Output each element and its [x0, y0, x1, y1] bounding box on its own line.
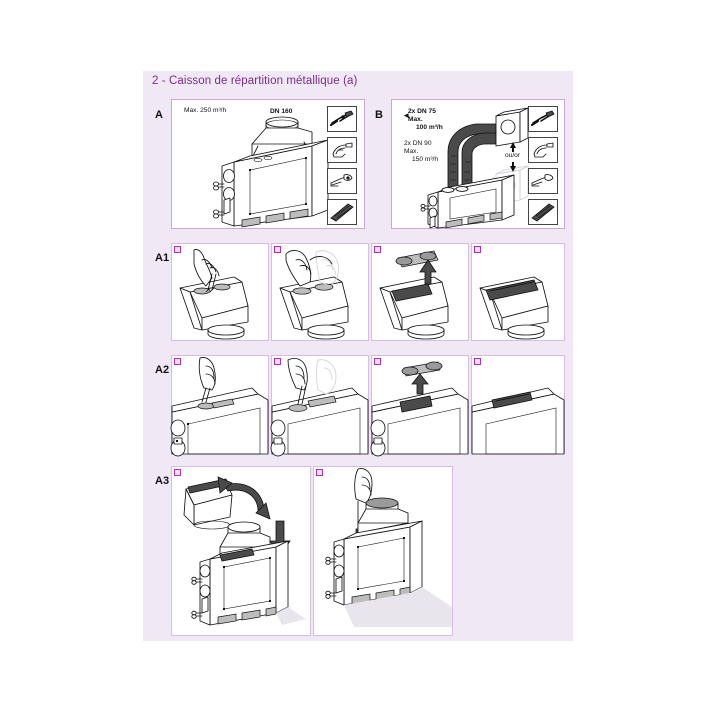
step-marker-icon [316, 469, 323, 476]
panel-a: Max. 250 m³/h DN 160 [171, 99, 365, 229]
panel-b-dn90-line3: 150 m³/h [412, 156, 439, 163]
step-a2-2-drawing [270, 358, 369, 457]
page-title: 2 - Caisson de répartition métallique (a… [152, 75, 358, 87]
panel-a-drawing [213, 116, 329, 228]
sheet-header: 2 - Caisson de répartition métallique (a… [143, 71, 573, 95]
panel-b-dn90-line1: 2x DN 90 [404, 140, 432, 147]
step-panel-a1-1 [171, 243, 269, 341]
step-marker-icon [474, 246, 481, 253]
panel-label-a: A [155, 109, 163, 121]
step-a3-2-drawing [325, 468, 452, 627]
step-a3-1-drawing [183, 476, 306, 626]
step-a2-3-drawing [370, 361, 469, 457]
step-a1-2-drawing [279, 250, 349, 340]
step-marker-icon [274, 246, 281, 253]
panel-a-duct-size: DN 160 [270, 108, 293, 115]
row-label-a2: A2 [155, 364, 170, 376]
tool-hand-screwdriver-icon [528, 168, 558, 194]
step-panel-a2-3 [370, 355, 469, 457]
step-panel-a2-1 [170, 355, 269, 457]
step-panel-a3-1 [171, 466, 311, 636]
tool-file-rasp-icon [327, 199, 357, 225]
instruction-sheet: 2 - Caisson de répartition métallique (a… [143, 71, 573, 641]
tool-file-rasp-icon [528, 199, 558, 225]
step-marker-icon [274, 358, 281, 365]
step-marker-icon [474, 358, 481, 365]
step-panel-a2-4 [471, 355, 565, 455]
tool-pliers-icon [528, 106, 558, 132]
step-panel-a1-4 [471, 243, 565, 341]
step-marker-icon [374, 358, 381, 365]
tool-hand-screwdriver-icon [327, 168, 357, 194]
panel-a-max-flow: Max. 250 m³/h [184, 107, 227, 114]
step-panel-a1-3 [371, 243, 469, 341]
step-panel-a3-2 [313, 466, 453, 636]
step-a2-1-drawing [170, 357, 269, 457]
panel-b-dn75-line3: 100 m³/h [416, 124, 443, 131]
tool-hand-knife-icon [327, 137, 357, 163]
tool-hand-knife-icon [528, 137, 558, 163]
step-a2-4-drawing [471, 387, 565, 455]
step-a1-1-drawing [179, 249, 249, 340]
step-a1-4-drawing [479, 276, 549, 340]
step-a1-3-drawing [379, 250, 449, 340]
panel-b-dn75-line1: 2x DN 75 [408, 108, 436, 115]
step-marker-icon [174, 246, 181, 253]
step-marker-icon [174, 469, 181, 476]
panel-label-b: B [375, 109, 383, 121]
panel-b-alternative-label: ou/or [505, 152, 521, 159]
panel-b-drawing [403, 107, 529, 229]
panel-b: 2x DN 75 Max. 100 m³/h 2x DN 90 Max. 150… [391, 99, 565, 229]
step-marker-icon [374, 246, 381, 253]
row-label-a1: A1 [155, 252, 170, 264]
panel-b-dn90-line2: Max. [404, 148, 419, 155]
tool-pliers-icon [327, 106, 357, 132]
row-label-a3: A3 [155, 475, 170, 487]
step-panel-a2-2 [270, 355, 369, 457]
step-marker-icon [174, 358, 181, 365]
panel-b-dn75-line2: Max. [408, 116, 423, 123]
step-panel-a1-2 [271, 243, 369, 341]
